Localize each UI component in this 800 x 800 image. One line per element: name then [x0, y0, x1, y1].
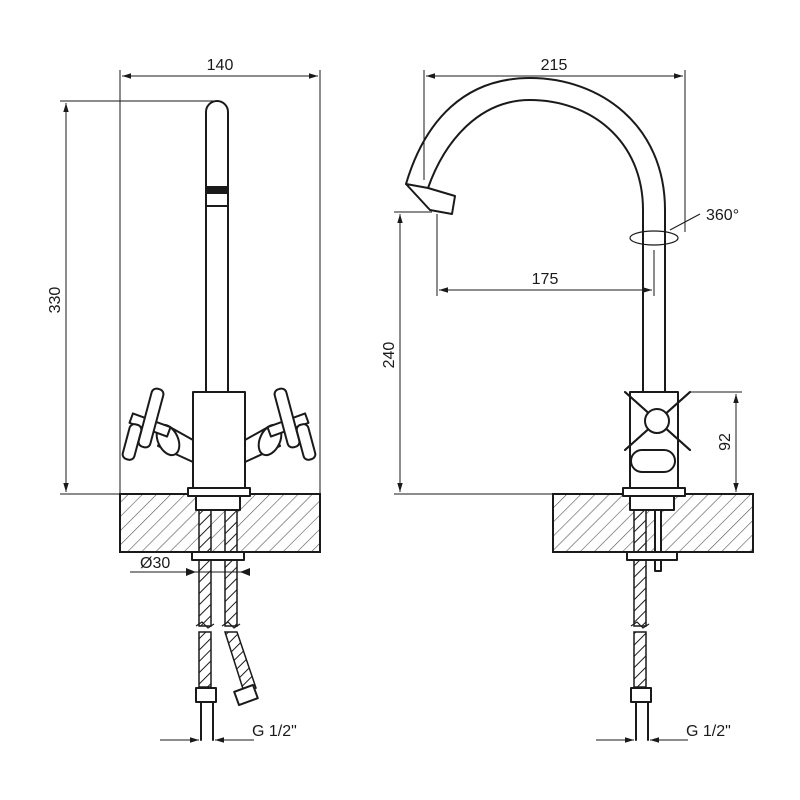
side-spout-reach-dimension: 175 — [436, 214, 655, 296]
side-rotation-label: 360° — [706, 207, 739, 224]
side-lever-slot — [630, 449, 676, 473]
front-aerator — [206, 186, 228, 194]
front-height-dimension: 330 — [47, 100, 217, 495]
side-handle-height-dimension: 92 — [690, 391, 742, 492]
side-height-label: 240 — [381, 342, 398, 369]
front-diameter-dimension: Ø30 — [130, 555, 250, 576]
front-hoses — [191, 495, 259, 741]
front-height-label: 330 — [47, 287, 64, 314]
front-width-dimension: 140 — [119, 57, 321, 494]
front-right-handle — [244, 387, 317, 463]
side-reach-dimension: 215 — [423, 57, 686, 232]
front-body — [192, 391, 246, 489]
side-spout-inner — [405, 77, 666, 393]
side-hose — [626, 495, 678, 741]
side-reach-label: 215 — [541, 57, 568, 74]
front-left-handle — [121, 387, 194, 463]
side-thread-dimension: G 1/2" — [596, 723, 731, 743]
front-thread-dimension: G 1/2" — [160, 723, 297, 743]
side-base-ring — [622, 487, 686, 497]
front-view: 140 330 Ø30 G 1/2" — [47, 57, 321, 743]
front-base-ring — [187, 487, 251, 497]
side-handle-height-label: 92 — [717, 433, 734, 451]
side-view: 360° 215 175 240 92 — [381, 57, 754, 743]
side-cross-handle — [624, 391, 691, 451]
side-thread-label: G 1/2" — [686, 723, 731, 740]
front-spout — [205, 100, 229, 393]
front-diameter-label: Ø30 — [140, 555, 170, 572]
side-height-dimension: 240 — [381, 211, 553, 495]
side-spout-tip — [405, 183, 456, 215]
front-width-label: 140 — [207, 57, 234, 74]
side-spout-reach-label: 175 — [532, 271, 559, 288]
side-spout-outer — [427, 99, 644, 393]
front-thread-label: G 1/2" — [252, 723, 297, 740]
